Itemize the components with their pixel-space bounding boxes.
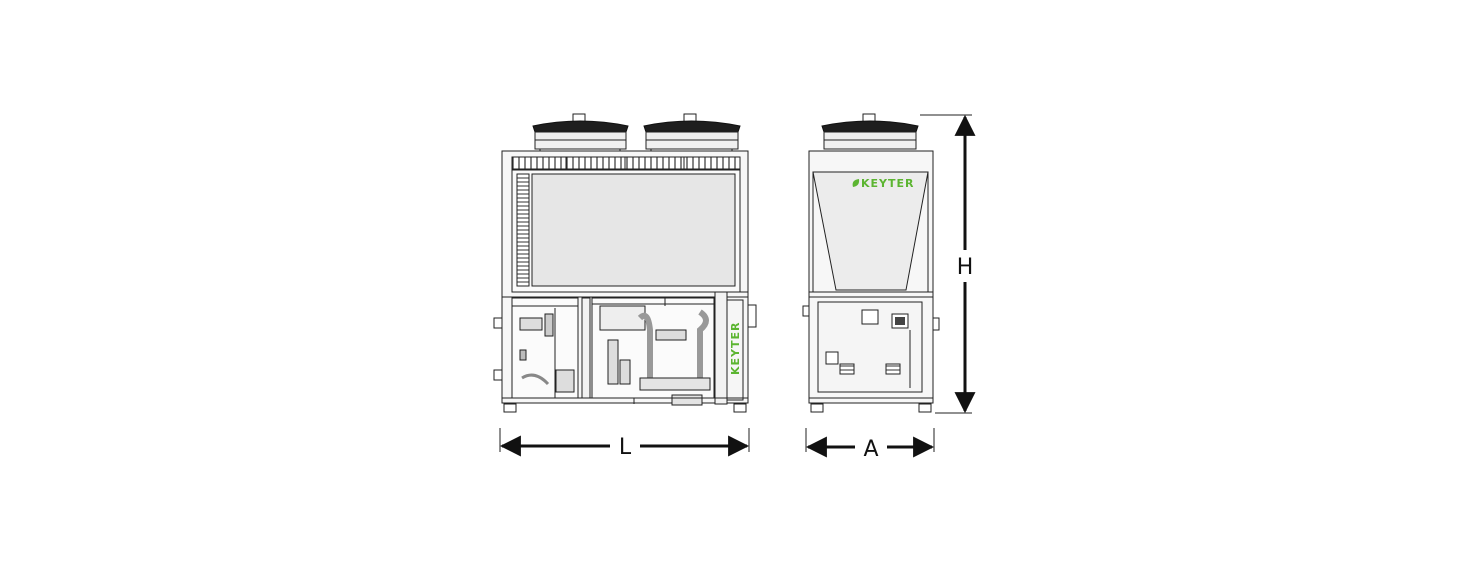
side-brand-logo: KEYTER [861, 177, 915, 190]
front-brand-logo: KEYTER [729, 322, 742, 376]
leaf-logo-icon [852, 179, 860, 187]
front-view [493, 113, 757, 413]
fan-icon [532, 113, 629, 152]
length-label: L [619, 435, 632, 460]
width-label: A [863, 437, 878, 462]
fan-icon [643, 113, 741, 152]
side-view [802, 113, 940, 413]
width-dimension [805, 428, 935, 458]
length-dimension [499, 428, 750, 457]
height-label: H [957, 255, 974, 280]
fan-icon [821, 113, 919, 150]
height-dimension [920, 114, 976, 414]
